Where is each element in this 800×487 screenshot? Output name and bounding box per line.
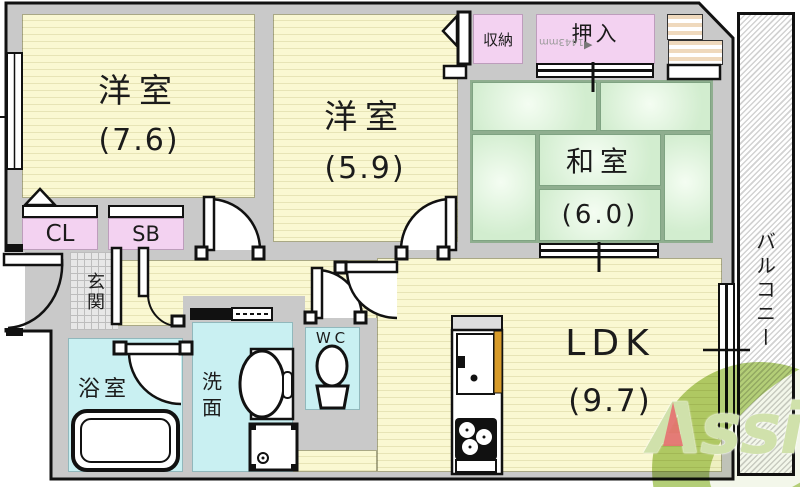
- window-north: [666, 63, 722, 81]
- sb-label: SB: [132, 222, 160, 246]
- western1-size: (7.6): [98, 122, 180, 158]
- ldk-label: LDK: [565, 322, 655, 364]
- window-west: [0, 52, 23, 170]
- japanese-size: (6.0): [561, 200, 639, 230]
- western2-size: (5.9): [324, 150, 406, 186]
- balcony-label: バルコニー: [752, 231, 777, 351]
- cl-label: CL: [45, 221, 75, 247]
- washroom-label: 洗面: [198, 371, 223, 423]
- beige-block-lower: [668, 40, 723, 65]
- tatami-mat: [472, 82, 597, 131]
- shunou-label: 収納: [482, 30, 513, 49]
- western1-label: 洋室: [98, 71, 180, 110]
- door-western1: [194, 195, 266, 261]
- direction-arrow: ▶: [584, 38, 593, 51]
- oshiire-label: 押入: [571, 22, 620, 46]
- ldk-lower-strip: [293, 450, 377, 472]
- entrance-door: [2, 244, 64, 336]
- cl-shelf: [22, 205, 98, 218]
- japanese-label: 和室: [565, 145, 634, 178]
- tatami-mat: [600, 82, 711, 131]
- bath-label: 浴室: [77, 377, 130, 402]
- sb-shelf: [108, 205, 184, 218]
- entry-opening: [3, 252, 25, 328]
- entrance-label: 玄関: [84, 272, 105, 312]
- western2-label: 洋室: [324, 97, 406, 136]
- beige-block-upper: [667, 14, 703, 40]
- room-bath: [68, 338, 183, 472]
- wc-label: WC: [315, 329, 350, 347]
- tatami-mat: [472, 134, 536, 241]
- oshiire-dimension: 1443mm: [539, 36, 584, 47]
- tatami-mat: [664, 134, 711, 241]
